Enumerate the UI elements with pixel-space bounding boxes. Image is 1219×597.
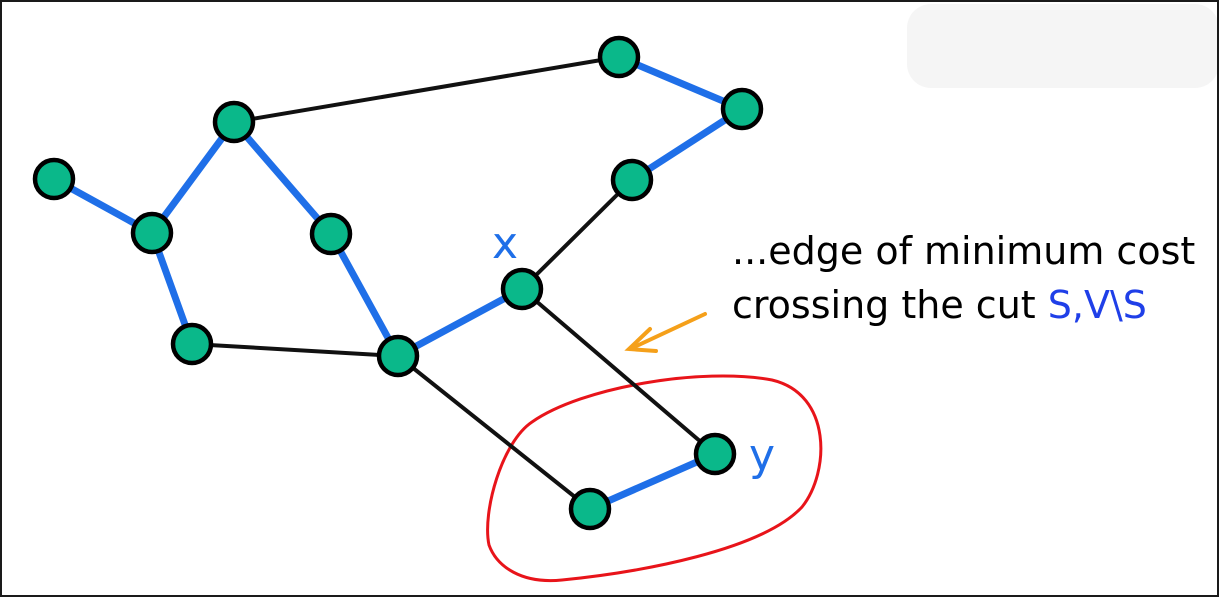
annotation-line-2-prefix: crossing the cut bbox=[732, 283, 1048, 327]
edge-n11-n14 bbox=[396, 354, 592, 511]
vertex-node bbox=[568, 487, 612, 531]
vertex-label-y: y bbox=[749, 430, 775, 481]
tree-edge-n1-n3 bbox=[628, 105, 746, 184]
tree-edge-n11-n10 bbox=[394, 285, 526, 360]
annotation-line-2: crossing the cut S,V\S bbox=[732, 278, 1195, 332]
tree-edge-n2-n7 bbox=[230, 118, 335, 238]
set-separator: , bbox=[1071, 283, 1084, 327]
vertex-y bbox=[693, 432, 737, 476]
erased-region bbox=[907, 4, 1217, 88]
cut-boundary bbox=[486, 374, 823, 583]
vertex-node bbox=[32, 157, 76, 201]
pointer-arrow-icon bbox=[624, 312, 707, 353]
edge-n10-n12 bbox=[520, 178, 634, 291]
edge-n2-n0 bbox=[232, 55, 621, 124]
vertex-node bbox=[212, 100, 256, 144]
vertex-node bbox=[610, 158, 654, 202]
annotation-line-1: ...edge of minimum cost bbox=[732, 229, 1196, 273]
vertex-node bbox=[309, 212, 353, 256]
tree-edge-n7-n11 bbox=[327, 230, 402, 360]
annotation-text: ...edge of minimum cost crossing the cut… bbox=[732, 224, 1195, 332]
edge-n10-n13 bbox=[520, 287, 717, 456]
edge-n6-n11 bbox=[190, 342, 400, 358]
vertex-node bbox=[720, 87, 764, 131]
tree-edge-n14-n13 bbox=[586, 450, 719, 513]
set-s-label: S bbox=[1047, 283, 1072, 327]
vertex-label-x: x bbox=[492, 218, 518, 269]
tree-edge-n0-n1 bbox=[615, 53, 746, 113]
set-complement-label: V\S bbox=[1083, 283, 1147, 327]
vertex-node bbox=[597, 35, 641, 79]
vertex-node bbox=[376, 334, 420, 378]
tree-edge-n5-n2 bbox=[148, 118, 238, 237]
vertex-x bbox=[500, 267, 544, 311]
vertex-node bbox=[130, 211, 174, 255]
vertex-node bbox=[170, 322, 214, 366]
